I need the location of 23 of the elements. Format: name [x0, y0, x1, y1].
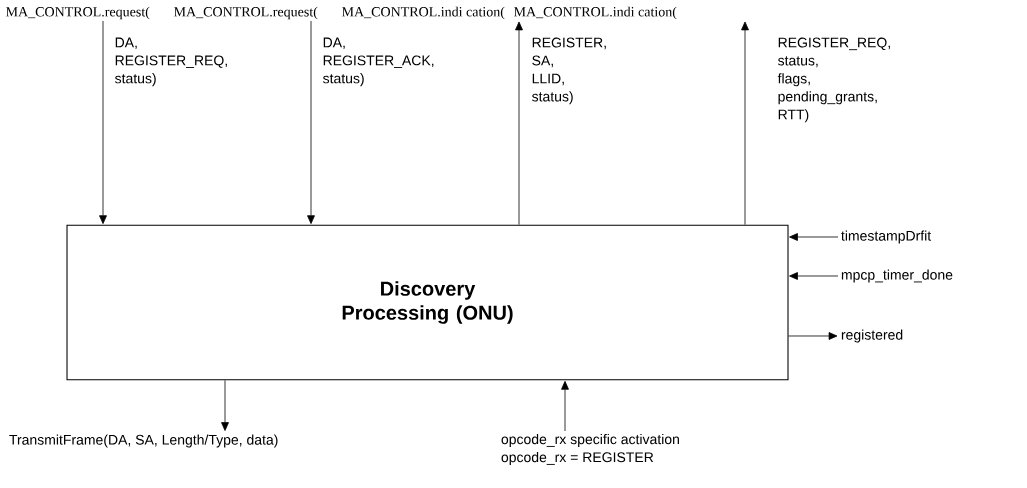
- signal-name: timestampDrfit: [841, 230, 932, 244]
- arrow: [789, 233, 839, 241]
- signal-name: MA_CONTROL.request(: [174, 6, 318, 20]
- arrow: [307, 20, 315, 224]
- edge-label: DA, REGISTER_REQ, status): [113, 36, 227, 88]
- signal-name: registered: [841, 329, 903, 343]
- edge-label: REGISTER_REQ, status, flags, pending_grants, RTT): [776, 36, 890, 124]
- arrow: [99, 20, 107, 224]
- signal-name: TransmitFrame(DA, SA, Length/Type, data): [9, 434, 278, 448]
- process-box: Discovery Processing (ONU): [66, 224, 789, 381]
- signal-name: opcode_rx specific activation opcode_rx = REGISTER: [501, 433, 679, 465]
- signal-name: MA_CONTROL.request(: [6, 6, 150, 20]
- arrow: [741, 21, 749, 226]
- signal-name: MA_CONTROL.indi cation(: [342, 6, 505, 20]
- edge-label: REGISTER, SA, LLID, status): [530, 36, 606, 106]
- arrow: [561, 380, 569, 432]
- arrow: [789, 272, 839, 280]
- signal-name: mpcp_timer_done: [841, 269, 953, 283]
- arrow: [788, 332, 838, 340]
- edge-label: DA, REGISTER_ACK, status): [321, 36, 434, 88]
- arrow: [515, 21, 523, 226]
- signal-name: MA_CONTROL.indi cation(: [514, 6, 677, 20]
- arrow: [221, 379, 229, 431]
